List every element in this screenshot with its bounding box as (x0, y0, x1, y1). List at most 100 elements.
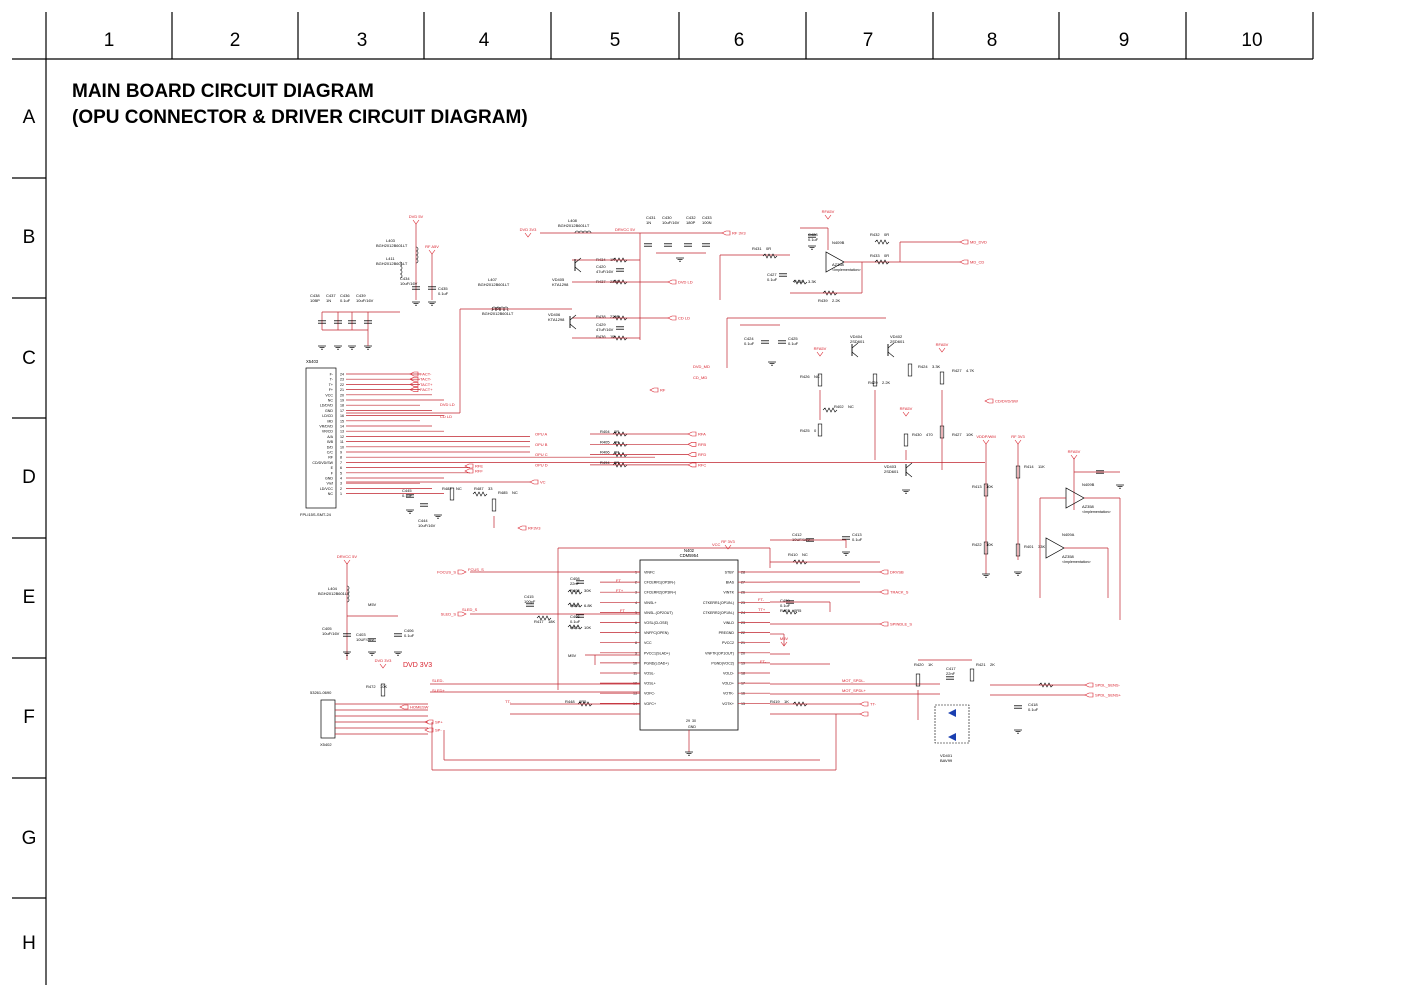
capacitor-ref: C431 (646, 215, 656, 220)
net-label: SPDL_SENS- (1095, 683, 1121, 688)
resistor-symbol (567, 624, 583, 630)
capacitor-value: 10uF/16V (400, 281, 418, 286)
transistor-part: 2SD601 (850, 339, 865, 344)
resistor-value: 3.3K (808, 279, 817, 284)
resistor-symbol (567, 589, 583, 595)
ic-ref: N402 (684, 548, 695, 553)
transistor-symbol (851, 351, 859, 358)
resistor-value: 11K (1038, 464, 1045, 469)
net-flag-icon (959, 239, 969, 245)
ic-pin-number: 17 (741, 682, 745, 686)
resistor-value: 3.3K (932, 364, 941, 369)
diode-part: BAV99 (940, 758, 953, 763)
resistor-value: 0R (766, 246, 771, 251)
page-title: MAIN BOARD CIRCUIT DIAGRAM (72, 81, 374, 102)
resistor-symbol (907, 363, 913, 377)
resistor-value: 1K (928, 662, 933, 667)
connector-pin-name: D/D (327, 445, 334, 449)
connector-pin-name: CD/DVD/SW (312, 461, 333, 465)
net-flag-icon (667, 315, 677, 321)
inductor-ref: L403 (386, 238, 396, 243)
net-label: HOMESW (410, 705, 429, 710)
net-label: FT (620, 608, 625, 613)
resistor-ref: R437 (596, 279, 606, 284)
connector-pin-name: GND (325, 409, 333, 413)
resistor-value: 10K (380, 684, 387, 689)
capacitor-ref: C438 (310, 293, 320, 298)
transistor-ref: VD405 (552, 277, 565, 282)
ic-pin-name: VOTK+ (722, 702, 734, 706)
capacitor-value: 0.1uF (852, 537, 863, 542)
resistor-value: NC (512, 490, 518, 495)
ic-pin-name: BIAS (726, 581, 735, 585)
capacitor-value: 10uF/16V (662, 220, 680, 225)
connector-pin-number: 21 (340, 388, 344, 392)
net-label: TACT+ (420, 382, 433, 387)
resistor-value: 1R (610, 257, 615, 262)
connector-x5403 (305, 367, 337, 509)
connector-pin-name: NC (328, 492, 334, 496)
capacitor-value: 0.1uF (808, 237, 819, 242)
ic-pin-number: 11 (633, 672, 637, 676)
resistor-value: NC (456, 486, 462, 491)
ic-pin-number: 15 (741, 702, 745, 706)
ic-pin-name: VOSL+ (644, 682, 656, 686)
capacitor-value: 1N (326, 298, 331, 303)
resistor-ref: R417 (534, 619, 544, 624)
resistor-symbol (567, 602, 583, 608)
connector-pin-number: 6 (340, 466, 342, 470)
connector-pin-number: 12 (340, 435, 344, 439)
ic-pin-number: 29 (686, 719, 690, 723)
resistor-value: 4.7K (966, 368, 975, 373)
resistor-symbol (872, 373, 878, 387)
net-flag-icon (859, 711, 869, 717)
resistor-value: 10K (584, 625, 591, 630)
ic-pin-number: 23 (741, 621, 745, 625)
opamp-symbol (1045, 537, 1065, 559)
ic-pin-name: PREGND (719, 631, 735, 635)
resistor-ref: R448 (565, 699, 575, 704)
ic-pin-name: PVCC1(SLAD+) (644, 651, 670, 655)
resistor-value: 2K (990, 662, 995, 667)
resistor-symbol (782, 609, 798, 615)
capacitor-value: 47uF/16V (596, 327, 614, 332)
connector-pin-name: Vref (327, 482, 333, 486)
net-flag-icon (457, 569, 467, 575)
transistor-symbol (574, 266, 582, 273)
connector-pin-name: E (331, 466, 334, 470)
capacitor-value: 10uF/16V (322, 631, 340, 636)
transistor-part: KTA1298 (548, 317, 565, 322)
capacitor-value: 22nF (946, 671, 956, 676)
resistor-ref: R409 (570, 603, 580, 608)
resistor-ref: R432 (870, 232, 880, 237)
resistor-value: 0R (614, 450, 619, 455)
ic-pin-number: 16 (741, 692, 745, 696)
power-arrow-icon (1014, 439, 1022, 445)
ic-pin-name: VOLD- (723, 672, 735, 676)
connector-pin-number: 11 (340, 440, 344, 444)
resistor-ref: R427 (952, 432, 962, 437)
net-label: OPU D (535, 462, 548, 467)
net-label: DRVSB (890, 570, 904, 575)
net-label: SP+ (435, 720, 443, 725)
ic-pin-name: VINTK (723, 591, 734, 595)
net-flag-icon (879, 569, 889, 575)
ic-pin-name: VOFC- (644, 692, 656, 696)
ic-pin-name: VINLD (723, 621, 734, 625)
net-label: RFE (475, 464, 483, 469)
resistor-ref: R419 (770, 699, 780, 704)
resistor-ref: R421 (976, 662, 986, 667)
connector-pin-number: 17 (340, 409, 344, 413)
resistor-value: 10K (966, 432, 973, 437)
connector-pin-number: 15 (340, 419, 344, 423)
net-label: RF 3V3 (732, 231, 746, 236)
capacitor-ref: C445 (402, 488, 412, 493)
power-net-label: DRVCC 5V (615, 227, 635, 232)
ic-pin-name: VINSL+ (644, 601, 657, 605)
resistor-value: 1R (610, 334, 615, 339)
net-label: MD_DVD (970, 240, 987, 245)
connector-pin-name: LD/CD (322, 414, 333, 418)
ic-pin-name: CTKERR2(OP1IN-) (703, 611, 734, 615)
net-flag-icon (687, 442, 697, 447)
net-label: OPU B (535, 442, 548, 447)
